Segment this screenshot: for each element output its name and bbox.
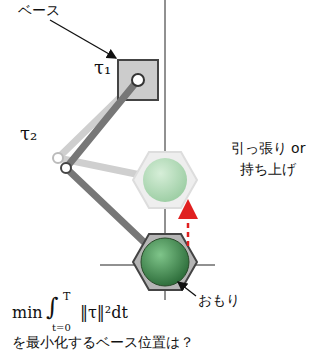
formula-part: T: [63, 291, 70, 304]
torque-label: τ₂: [20, 124, 37, 145]
question-text: を最小化するベース位置は？: [12, 334, 194, 350]
torque-label: τ₁: [94, 58, 111, 79]
formula-part: min: [12, 304, 43, 322]
part-label: ベース: [18, 2, 60, 18]
formula-part: ∫: [46, 294, 59, 322]
motion-note: 引っ張り or 持ち上げ: [226, 138, 310, 180]
formula-part: t=0: [52, 322, 71, 334]
part-label: おもり: [198, 292, 240, 308]
formula-part: ‖τ‖²dt: [80, 304, 128, 322]
